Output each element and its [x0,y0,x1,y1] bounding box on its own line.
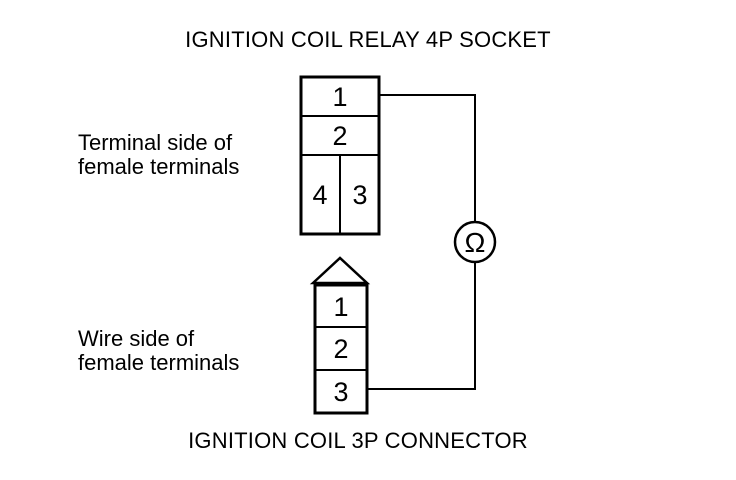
coil-pin-3: 3 [333,377,348,407]
wire-side-label-line1: Wire side of [78,326,195,351]
ohmmeter-circle [453,220,497,264]
test-lead-upper [379,94,476,222]
coil-pin-2: 2 [333,334,348,364]
coil-pin-1: 1 [333,292,348,322]
relay-pin-4: 4 [312,180,327,210]
test-lead-lower [367,262,476,390]
terminal-side-label-line2: female terminals [78,154,240,179]
ohm-symbol: Ω [465,227,486,258]
relay-pin-1: 1 [332,82,347,112]
relay-pin-3: 3 [352,180,367,210]
connector-latch [309,256,371,285]
ohmmeter-icon: Ω [453,220,497,264]
test-wiring [367,94,476,390]
coil-connector: 1 2 3 [309,256,371,415]
relay-socket: 1 2 4 3 [299,75,381,236]
relay-pin-2: 2 [332,121,347,151]
terminal-side-label-line1: Terminal side of [78,130,233,155]
coil-connector-outline [313,283,369,415]
terminal-side-label: Terminal side of female terminals [78,131,239,179]
relay-socket-title: IGNITION COIL RELAY 4P SOCKET [185,27,551,52]
coil-connector-title: IGNITION COIL 3P CONNECTOR [188,428,528,453]
wire-side-label-line2: female terminals [78,350,240,375]
wire-side-label: Wire side of female terminals [78,327,239,375]
